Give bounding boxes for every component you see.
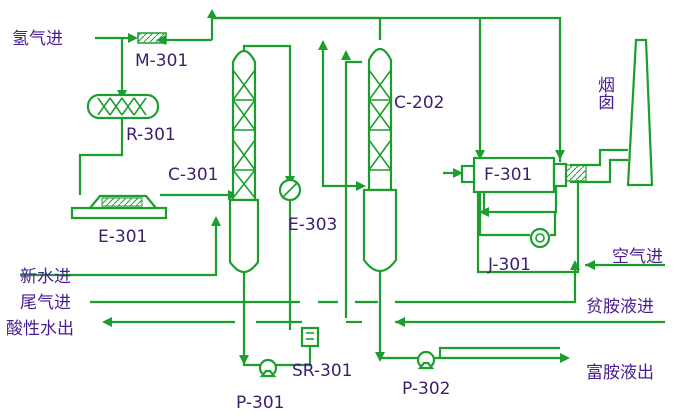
e303-slash <box>281 181 299 199</box>
arrow-up-323 <box>318 40 328 50</box>
pipe-air-loop <box>476 180 580 274</box>
pipe-c202-top <box>210 16 382 40</box>
arrow-fresh-water <box>211 216 221 226</box>
arrow-hydrogen <box>128 33 138 43</box>
label-air-in: 空气进 <box>612 247 663 267</box>
p301-base <box>259 369 277 378</box>
arrow-to-f301-2 <box>555 150 565 160</box>
pipe-j301-in <box>478 190 530 237</box>
pipe-j301-out <box>550 212 557 237</box>
arrow-fuel <box>453 168 463 178</box>
label-p301: P-301 <box>236 393 284 413</box>
sr301-box <box>300 326 320 348</box>
arrow-air-in <box>585 260 595 270</box>
label-j301: J-301 <box>487 255 531 275</box>
f301-outlet <box>552 162 568 188</box>
arrow-tail-gas-up <box>570 260 580 270</box>
f301-burner <box>460 164 476 184</box>
label-sr301: SR-301 <box>292 361 353 381</box>
arrow-c202-side <box>341 50 351 60</box>
label-lean-amine-in: 贫胺液进 <box>586 297 654 317</box>
p302-base <box>417 361 435 370</box>
label-hydrogen-in: 氢气进 <box>12 29 63 49</box>
arrow-f301-loop <box>479 207 489 217</box>
label-p302: P-302 <box>402 379 450 399</box>
e301-base <box>70 206 168 220</box>
label-fresh-water-in: 新水进 <box>20 267 71 287</box>
pipe-flue-1 <box>570 148 628 167</box>
c202-upper <box>367 47 393 192</box>
c202-lower <box>362 188 398 273</box>
arrow-c301-bottom <box>239 355 249 365</box>
arrow-c202-bottom <box>375 352 385 362</box>
arrow-acid-water <box>102 317 112 327</box>
pipe-c202-side <box>344 60 362 318</box>
label-c202: C-202 <box>394 93 444 113</box>
label-chimney: 烟囱 <box>594 76 615 110</box>
pipe-r301-e301 <box>78 118 124 195</box>
label-e301: E-301 <box>98 227 147 247</box>
pipe-p301-sr <box>274 345 312 367</box>
j301-blower <box>529 227 551 249</box>
pipe-c202-p302 <box>378 272 420 360</box>
r301-packing <box>97 97 147 116</box>
pipe-f301-j301 <box>482 182 558 214</box>
label-acid-water-out: 酸性水出 <box>6 319 74 339</box>
label-c301: C-301 <box>168 165 218 185</box>
c202-packing <box>368 69 392 171</box>
arrow-top-loop <box>207 9 217 18</box>
m301-mixer <box>137 32 167 44</box>
pipe-flue-2 <box>570 158 628 184</box>
arrow-to-c202 <box>356 181 366 191</box>
chimney <box>626 38 654 187</box>
label-e303: E-303 <box>288 215 337 235</box>
f301-exchanger <box>565 164 587 182</box>
c301-packing <box>232 69 256 199</box>
label-rich-amine-out: 富胺液出 <box>586 363 654 383</box>
arrow-to-f301 <box>475 150 485 160</box>
label-m301: M-301 <box>135 51 188 71</box>
pipe-to-c202 <box>321 42 362 188</box>
label-tail-gas-in: 尾气进 <box>20 293 71 313</box>
c301-lower <box>228 198 260 274</box>
pipe-to-f301-top <box>212 16 562 162</box>
pipe-tail-gas-4 <box>395 266 577 304</box>
j301-hub <box>535 233 545 243</box>
pipe-rich-amine-top <box>438 346 560 358</box>
e301-coil <box>101 197 143 207</box>
pipe-fresh-water <box>20 222 218 277</box>
label-r301: R-301 <box>126 125 176 145</box>
r301-reactor <box>86 93 160 120</box>
pipe-c301-p301 <box>242 272 262 367</box>
arrow-rich-amine <box>560 353 570 363</box>
label-f301: F-301 <box>484 165 532 185</box>
arrow-lean-amine <box>395 317 405 327</box>
